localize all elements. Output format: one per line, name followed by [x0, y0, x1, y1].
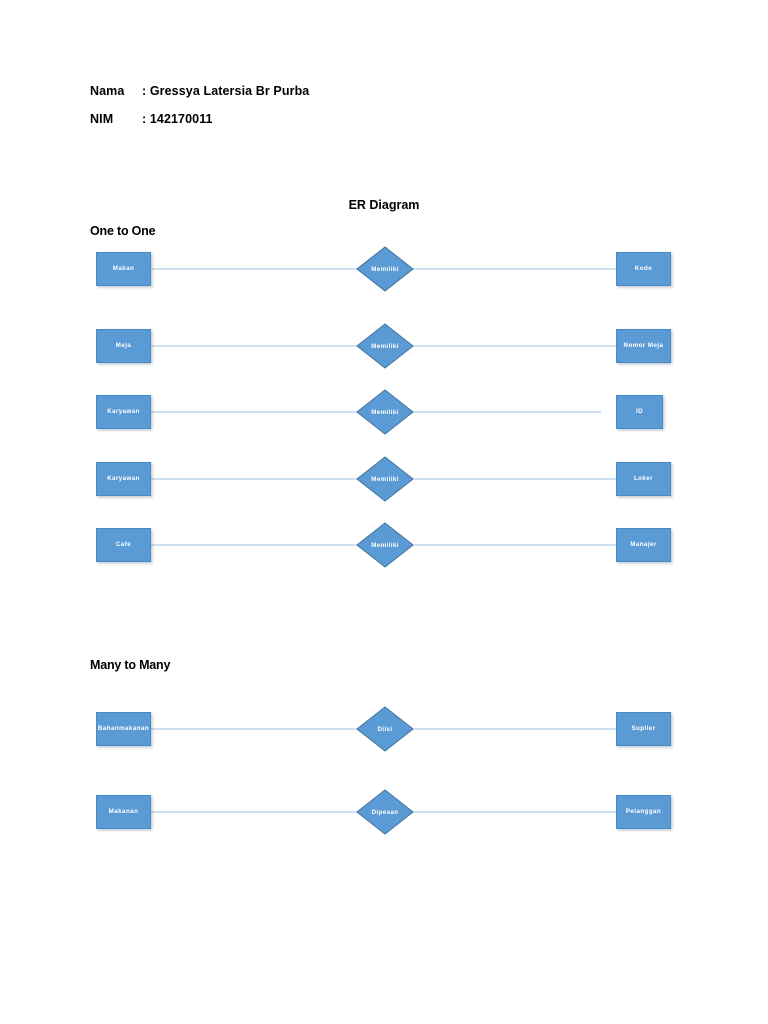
relationship-label: Diisi [377, 725, 393, 733]
entity-box-right[interactable]: ID [616, 395, 663, 429]
diamond-shape-icon [356, 789, 414, 835]
student-name-key: Nama [90, 84, 125, 98]
connector-line-left [150, 544, 365, 546]
student-info-block: Nama : Gressya Latersia Br Purba NIM : 1… [90, 84, 590, 140]
connector-line-left [150, 268, 365, 270]
connector-line-left [150, 411, 365, 413]
er-relation-row: Makan Memiliki Kode [0, 245, 768, 293]
diamond-shape-icon [356, 706, 414, 752]
entity-box-left[interactable]: Karyawan [96, 395, 151, 429]
relationship-diamond[interactable]: Dipesan [356, 789, 414, 835]
diamond-shape-icon [356, 389, 414, 435]
entity-box-left[interactable]: Meja [96, 329, 151, 363]
relationship-diamond[interactable]: Memiliki [356, 456, 414, 502]
er-relation-row: Karyawan Memiliki ID [0, 388, 768, 436]
relationship-label: Memiliki [371, 265, 399, 273]
diamond-shape-icon [356, 456, 414, 502]
connector-line-left [150, 345, 365, 347]
entity-box-left[interactable]: Makanan [96, 795, 151, 829]
entity-box-left[interactable]: Karyawan [96, 462, 151, 496]
entity-box-left[interactable]: Makan [96, 252, 151, 286]
er-relation-row: Makanan Dipesan Pelanggan [0, 788, 768, 836]
connector-line-right [405, 478, 617, 480]
student-name-value: : Gressya Latersia Br Purba [142, 84, 310, 98]
relationship-diamond[interactable]: Memiliki [356, 246, 414, 292]
connector-line-right [405, 345, 617, 347]
connector-line-right [405, 544, 617, 546]
relationship-label: Memiliki [371, 475, 399, 483]
relationship-diamond[interactable]: Diisi [356, 706, 414, 752]
entity-box-right[interactable]: Nomor Meja [616, 329, 671, 363]
er-relation-row: Cafe Memiliki Manajer [0, 521, 768, 569]
entity-box-right[interactable]: Suplier [616, 712, 671, 746]
er-relation-row: Meja Memiliki Nomor Meja [0, 322, 768, 370]
relationship-diamond[interactable]: Memiliki [356, 522, 414, 568]
entity-box-right[interactable]: Pelanggan [616, 795, 671, 829]
relationship-label: Memiliki [371, 408, 399, 416]
connector-line-right [405, 411, 601, 413]
relationship-diamond[interactable]: Memiliki [356, 323, 414, 369]
connector-line-right [405, 268, 617, 270]
connector-line-left [150, 811, 365, 813]
relationship-label: Memiliki [371, 342, 399, 350]
diamond-shape-icon [356, 323, 414, 369]
section-heading-one-to-one: One to One [90, 224, 156, 238]
entity-box-right[interactable]: Kode [616, 252, 671, 286]
relationship-diamond[interactable]: Memiliki [356, 389, 414, 435]
diamond-shape-icon [356, 246, 414, 292]
student-nim-key: NIM [90, 112, 114, 126]
connector-line-left [150, 728, 365, 730]
entity-box-left[interactable]: Cafe [96, 528, 151, 562]
diamond-shape-icon [356, 522, 414, 568]
entity-box-right[interactable]: Loker [616, 462, 671, 496]
student-nim-value: : 142170011 [142, 112, 213, 126]
student-name-line: Nama : Gressya Latersia Br Purba [90, 84, 590, 98]
section-heading-many-to-many: Many to Many [90, 658, 171, 672]
connector-line-right [405, 811, 617, 813]
student-nim-line: NIM : 142170011 [90, 112, 590, 126]
relationship-label: Memiliki [371, 541, 399, 549]
entity-box-right[interactable]: Manajer [616, 528, 671, 562]
connector-line-right [405, 728, 617, 730]
er-relation-row: Karyawan Memiliki Loker [0, 455, 768, 503]
connector-line-left [150, 478, 365, 480]
document-title: ER Diagram [348, 198, 420, 212]
relationship-label: Dipesan [371, 808, 399, 816]
